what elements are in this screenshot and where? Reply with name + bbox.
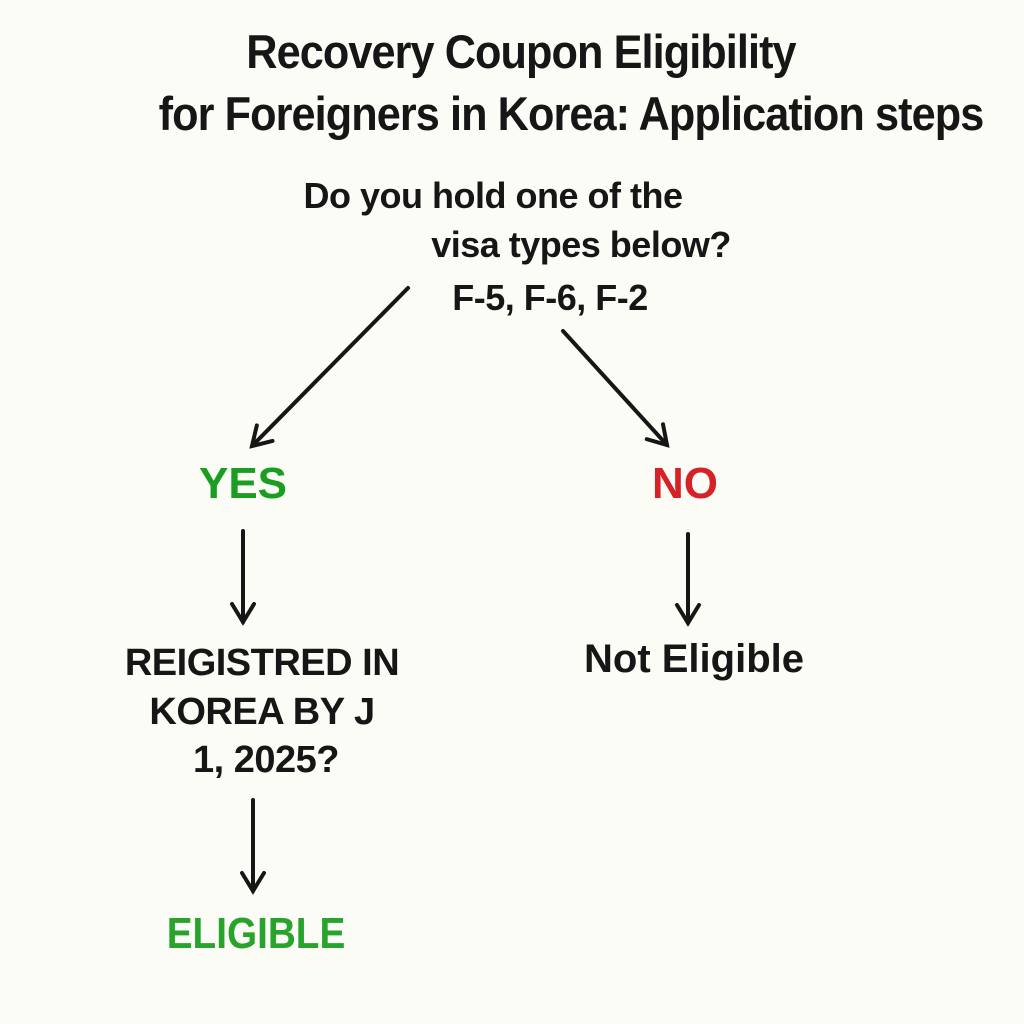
no-branch-label: NO (652, 459, 718, 508)
question-node-line-1: Do you hold one of the (303, 175, 683, 216)
question-node-line-2: visa types below? (431, 224, 731, 265)
not-eligible-result: Not Eligible (584, 637, 804, 681)
page-title-line-1: Recovery Coupon Eligibility (246, 25, 796, 78)
arrow-question-to-yes (249, 286, 410, 449)
registered-question-line-2: KOREA BY J (149, 691, 375, 733)
yes-branch-label: YES (198, 459, 288, 508)
page-title-line-2: for Foreigners in Korea: Application ste… (158, 87, 985, 140)
question-node-visa-types: F-5, F-6, F-2 (452, 277, 648, 318)
eligible-result: ELIGIBLE (166, 909, 346, 958)
registered-question-line-1: REIGISTRED IN (124, 642, 400, 684)
arrow-question-to-no (561, 329, 670, 448)
registered-question-line-3: 1, 2025? (193, 739, 340, 781)
